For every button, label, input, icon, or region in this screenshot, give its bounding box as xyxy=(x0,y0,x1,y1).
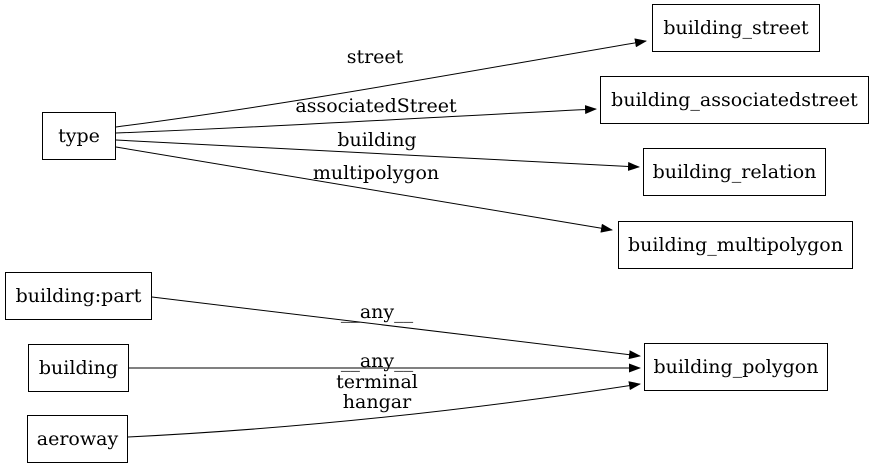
edge-label-terminal-hangar: terminal hangar xyxy=(336,372,418,412)
edge-type-to-building-associatedstreet xyxy=(115,105,597,134)
node-building-multipolygon: building_multipolygon xyxy=(618,221,853,269)
edge-label-street: street xyxy=(346,46,404,68)
edge-label-hangar: hangar xyxy=(342,391,412,413)
node-building-polygon: building_polygon xyxy=(644,343,828,391)
node-building-associatedstreet: building_associatedstreet xyxy=(600,76,869,124)
edge-label-associatedstreet: associatedStreet xyxy=(295,95,457,117)
node-type: type xyxy=(42,112,116,160)
edge-type-to-building-multipolygon xyxy=(115,146,613,233)
edge-type-to-building-relation xyxy=(115,139,640,171)
edge-label-building: building xyxy=(337,129,417,151)
edge-type-to-building-street xyxy=(115,38,647,128)
edge-label-terminal: terminal xyxy=(336,371,418,393)
edge-label-any-building-part: __any__ xyxy=(340,301,414,323)
node-building: building xyxy=(28,344,129,392)
node-aeroway: aeroway xyxy=(27,415,128,463)
node-building-relation: building_relation xyxy=(643,148,826,196)
edge-label-multipolygon: multipolygon xyxy=(312,162,440,184)
node-building-street: building_street xyxy=(652,4,820,52)
node-building-part: building:part xyxy=(5,272,152,320)
edge-label-any-building: __any__ xyxy=(340,350,414,372)
edge-building-part-to-building-polygon xyxy=(151,296,641,360)
edge-aeroway-to-building-polygon xyxy=(127,381,641,438)
